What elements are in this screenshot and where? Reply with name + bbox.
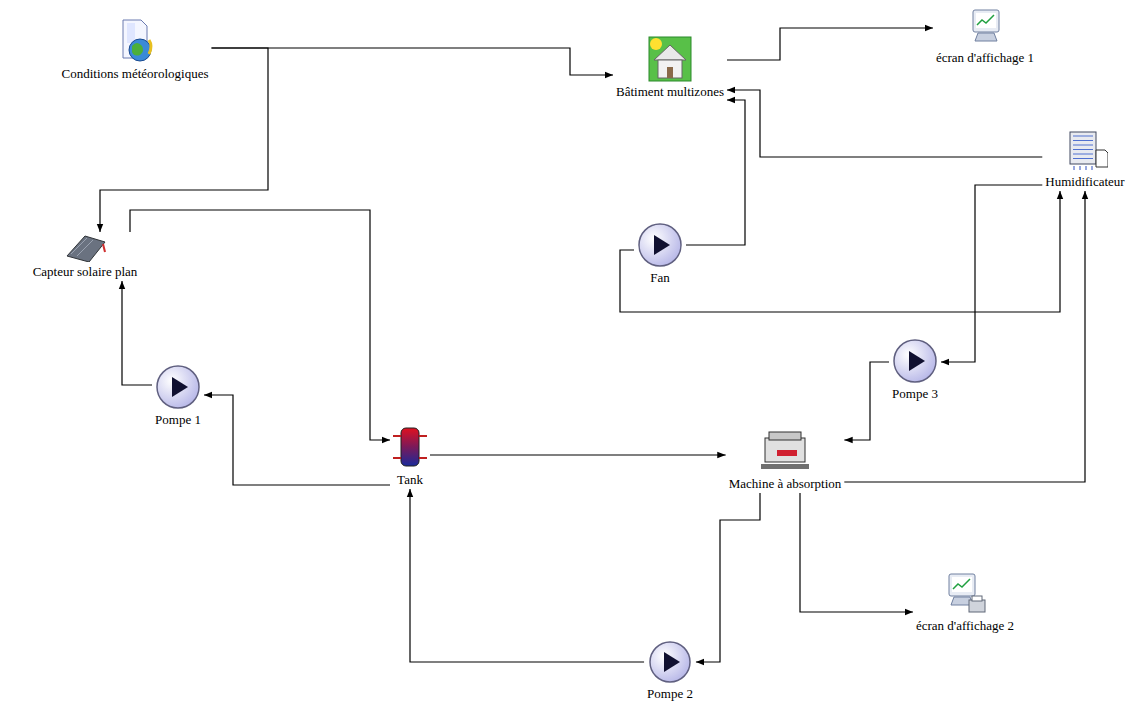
flow-connector	[122, 281, 152, 385]
pump-component: Pompe 1	[152, 364, 204, 429]
collector-component: Capteur solaire plan	[30, 232, 141, 281]
flow-connector	[696, 493, 760, 662]
component-label: écran d'affichage 1	[936, 50, 1034, 65]
flow-connector	[410, 489, 644, 662]
collector-icon	[63, 232, 107, 262]
component-label: écran d'affichage 2	[916, 618, 1014, 633]
house-icon	[648, 36, 692, 82]
machine-icon	[759, 428, 811, 474]
component-label: Capteur solaire plan	[33, 264, 138, 279]
absorption-machine: Machine à absorption	[726, 428, 845, 493]
flow-connector	[211, 48, 613, 75]
flow-connector	[844, 362, 889, 440]
flow-connector	[204, 395, 390, 485]
display-component: écran d'affichage 2	[913, 572, 1017, 635]
weather-component: Conditions météorologiques	[59, 18, 212, 83]
component-label: Tank	[397, 472, 423, 487]
tank-icon	[393, 424, 427, 470]
component-label: Fan	[650, 270, 670, 285]
flow-connector	[430, 454, 726, 455]
humidifier-component: Humidificateur	[1042, 128, 1127, 191]
component-label: Bâtiment multizones	[616, 84, 724, 99]
flow-connector	[727, 28, 933, 60]
flow-connector	[844, 191, 1085, 482]
pump-component: Pompe 3	[889, 338, 941, 403]
flow-connector	[130, 210, 390, 440]
flow-connector	[941, 185, 1042, 362]
component-label: Machine à absorption	[729, 476, 842, 491]
flow-connector	[686, 100, 745, 245]
flow-connector	[620, 191, 1060, 312]
component-label: Humidificateur	[1045, 174, 1124, 189]
building-component: Bâtiment multizones	[613, 36, 727, 101]
printer-icon	[943, 572, 987, 616]
tank-component: Tank	[390, 424, 430, 489]
component-label: Conditions météorologiques	[62, 66, 209, 81]
pump-component: Pompe 2	[644, 640, 696, 703]
pump-icon	[637, 222, 683, 268]
flow-connector	[727, 90, 1042, 157]
pump-icon	[892, 338, 938, 384]
monitor-icon	[967, 8, 1003, 48]
component-label: Pompe 3	[892, 386, 938, 401]
component-label: Pompe 1	[155, 412, 201, 427]
humid-icon	[1062, 128, 1108, 172]
component-label: Pompe 2	[647, 686, 693, 701]
weather-icon	[115, 18, 155, 64]
pump-icon	[155, 364, 201, 410]
flow-connector	[800, 493, 913, 612]
pump-icon	[648, 640, 692, 684]
display-component: écran d'affichage 1	[933, 8, 1037, 67]
fan-component: Fan	[634, 222, 686, 287]
